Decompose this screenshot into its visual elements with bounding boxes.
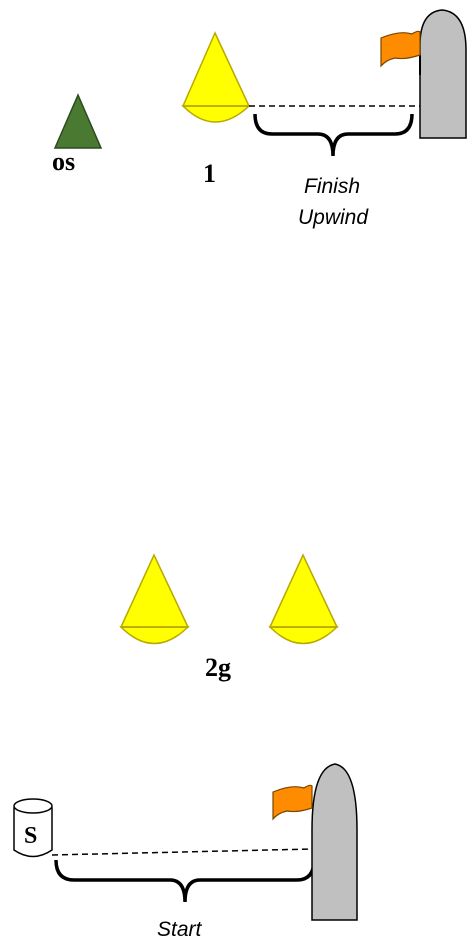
mark-1-cone-body xyxy=(183,33,249,106)
start-flag xyxy=(273,785,312,819)
offset-mark xyxy=(55,95,101,148)
start-brace xyxy=(56,860,314,902)
finish-brace xyxy=(255,114,412,156)
start-boat-hull xyxy=(312,764,357,920)
gate-left-cone xyxy=(121,555,188,644)
start-pin-letter: S xyxy=(24,823,37,849)
offset-mark-label: os xyxy=(52,147,75,176)
finish-committee-boat xyxy=(381,10,466,138)
gate-right-cone xyxy=(270,555,337,644)
finish-flag xyxy=(381,31,420,66)
offset-mark-triangle xyxy=(55,95,101,148)
finish-line-label: Finish xyxy=(304,175,360,198)
start-committee-boat xyxy=(273,764,357,920)
start-line xyxy=(52,849,312,855)
mark-1-cone-base xyxy=(183,106,249,122)
mark-1-cone xyxy=(183,33,249,122)
gate-label: 2g xyxy=(205,653,231,682)
start-line-label: Start xyxy=(157,918,203,941)
mark-1-label: 1 xyxy=(203,159,216,188)
finish-boat-hull xyxy=(420,10,466,138)
finish-line-label-2: Upwind xyxy=(298,206,369,229)
